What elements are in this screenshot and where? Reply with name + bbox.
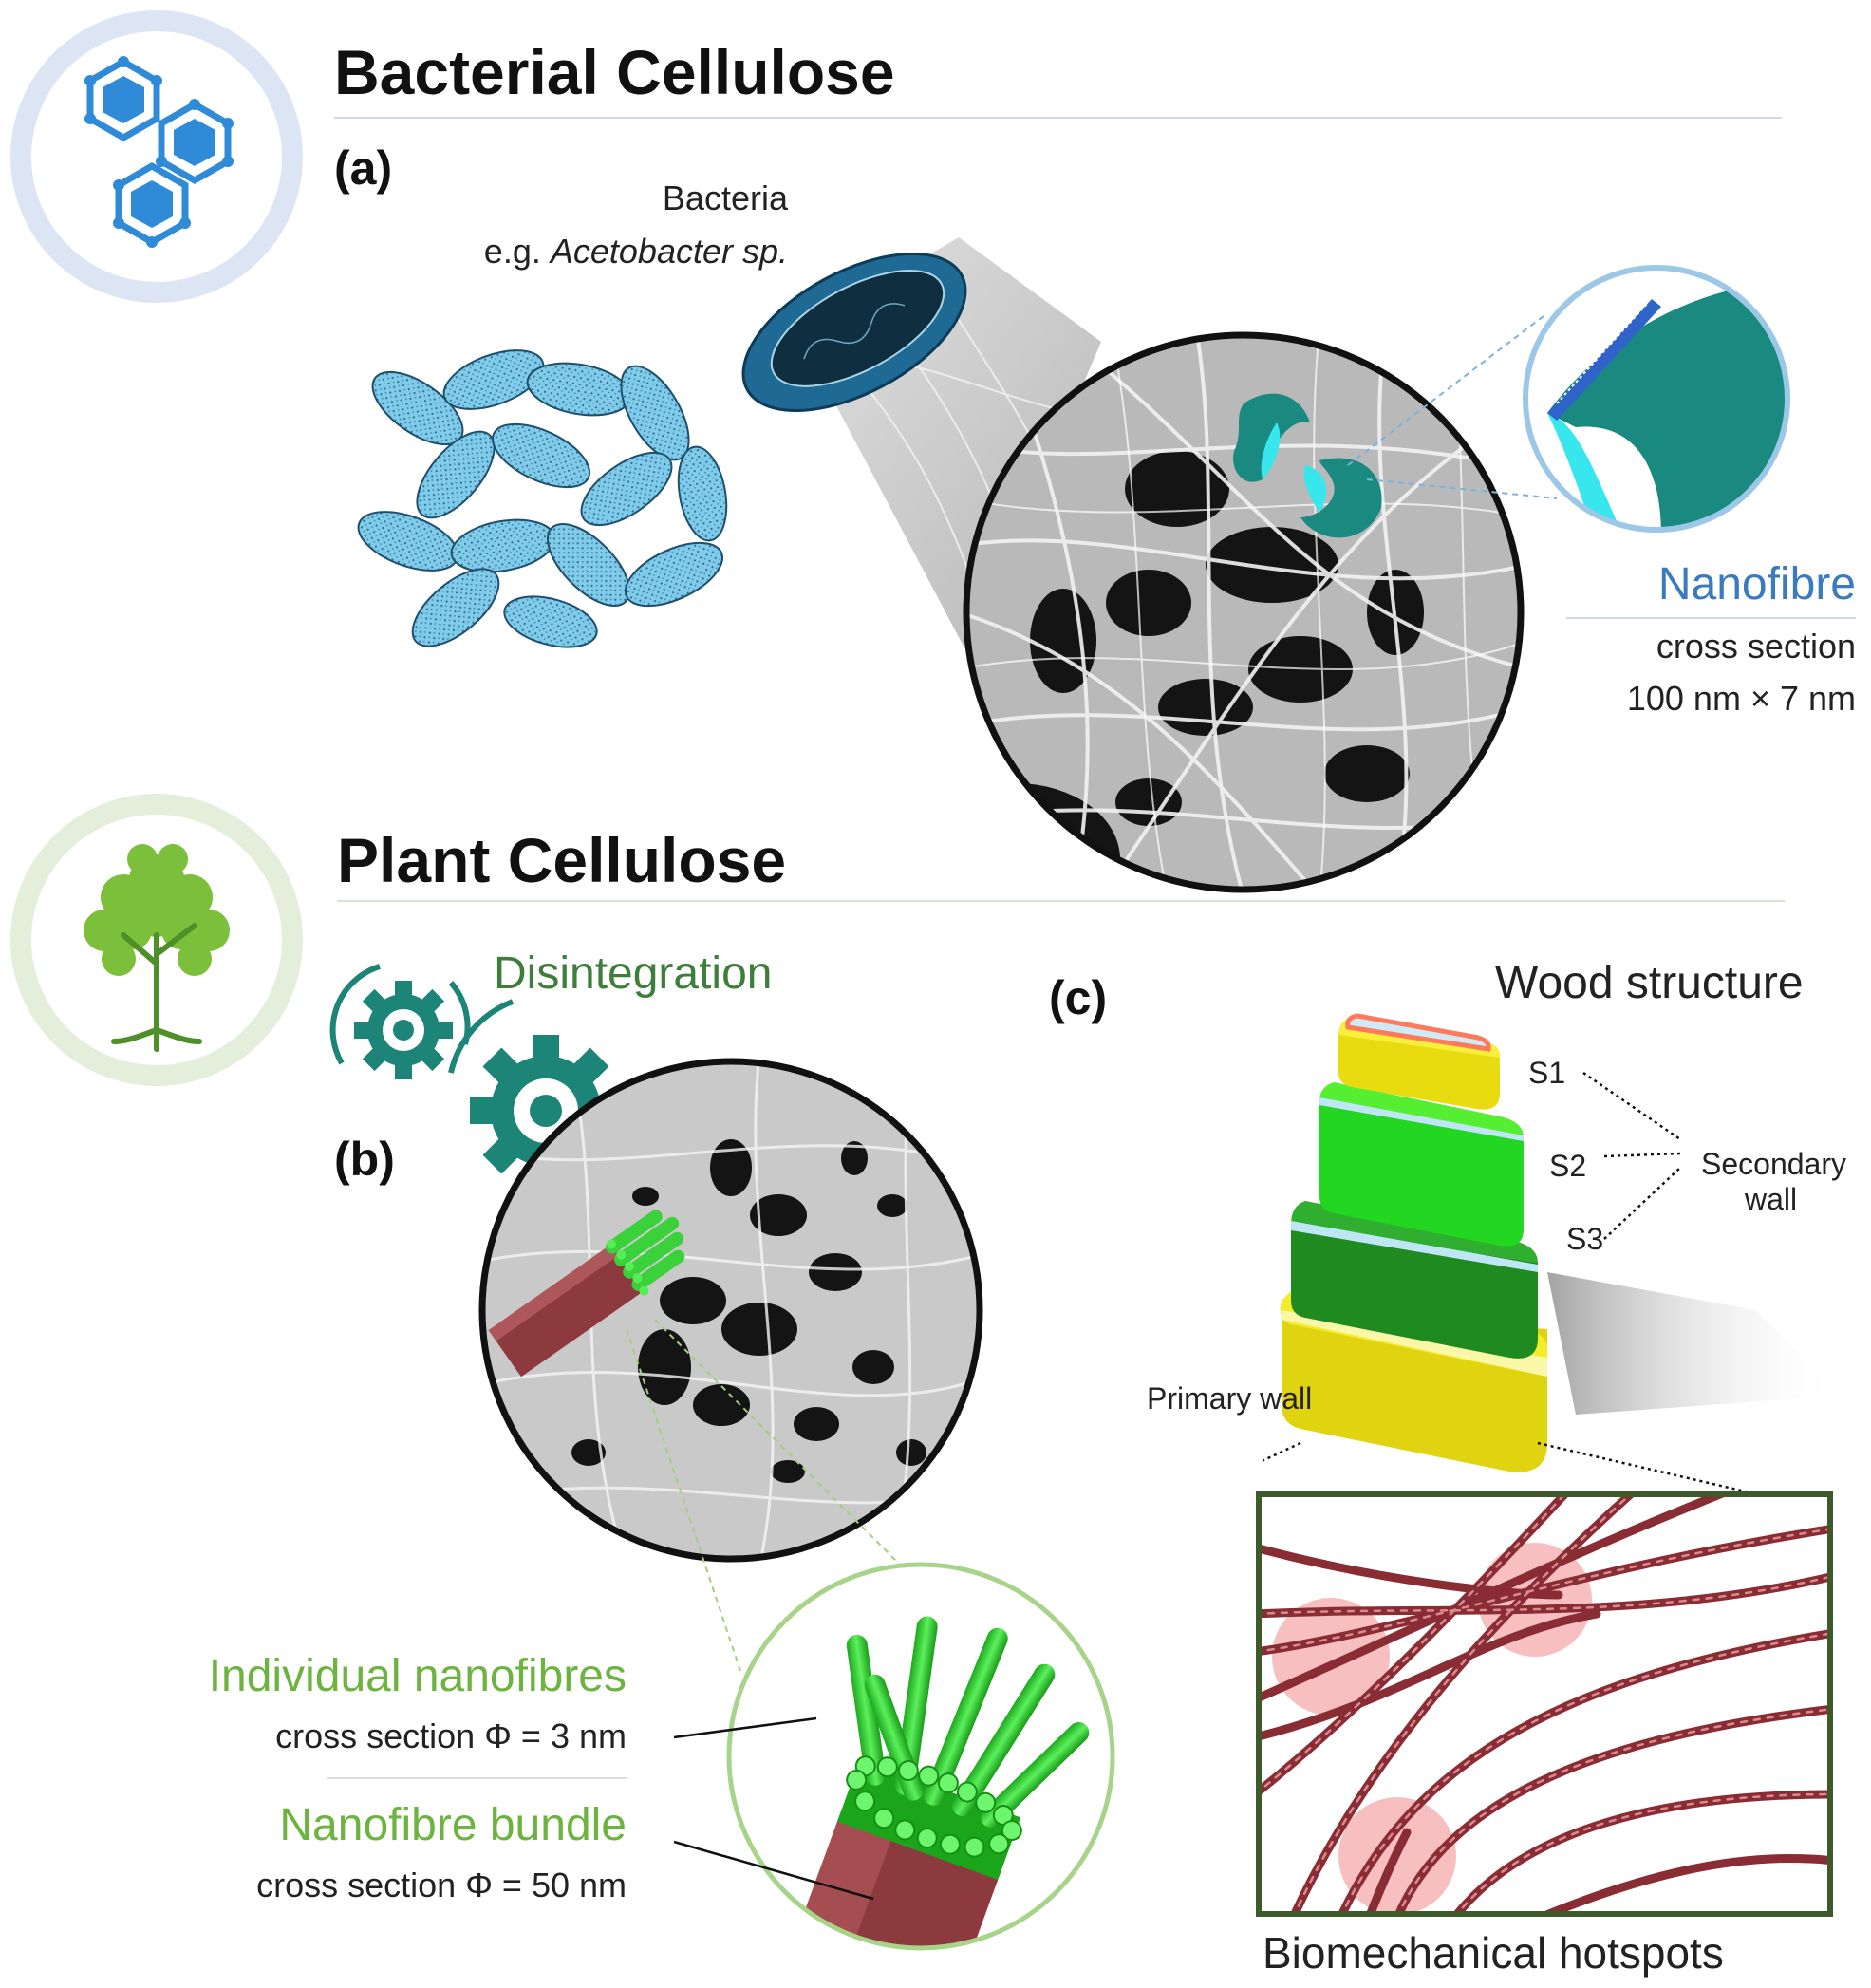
panel-label-a: (a) bbox=[334, 141, 393, 195]
bacteria-cluster-illustration bbox=[357, 349, 728, 648]
nanofibre-zoom-leaders bbox=[1347, 312, 1558, 499]
panel-label-c: (c) bbox=[1049, 971, 1108, 1024]
bacteria-example-species: Acetobacter sp. bbox=[550, 232, 788, 271]
s1-label: S1 bbox=[1528, 1056, 1566, 1090]
bacteria-example-label: e.g. Acetobacter sp. bbox=[361, 232, 788, 272]
plant-cellulose-title: Plant Cellulose bbox=[337, 825, 787, 895]
nanofibre-divider bbox=[1566, 617, 1856, 619]
plant-tree-icon bbox=[10, 794, 303, 1086]
nanofibre-bundle-cross-section: cross section Φ = 50 nm bbox=[256, 1866, 627, 1904]
nanofibre-bundle-zoom-circle bbox=[726, 1562, 1115, 1951]
individual-nanofibres-cross-section: cross section Φ = 3 nm bbox=[275, 1716, 627, 1755]
s3-label: S3 bbox=[1566, 1222, 1604, 1256]
nanofibre-bundle-title: Nanofibre bundle bbox=[279, 1800, 627, 1850]
plant-title-divider bbox=[337, 900, 1785, 902]
biomechanical-hotspots-label: Biomechanical hotspots bbox=[1263, 1928, 1724, 1978]
individual-nanofibres-title: Individual nanofibres bbox=[208, 1651, 627, 1701]
secondary-wall-label-line1: Secondary bbox=[1701, 1147, 1846, 1181]
s2-label: S2 bbox=[1549, 1149, 1587, 1183]
plant-sem-circle bbox=[478, 1058, 983, 1563]
bacterium-cone-illustration bbox=[741, 237, 1101, 655]
nanofibre-title: Nanofibre bbox=[1657, 559, 1856, 610]
bacterial-hexagon-icon bbox=[10, 10, 303, 303]
bacteria-example-prefix: e.g. bbox=[483, 232, 551, 271]
nanofibre-zoom-circle bbox=[1523, 265, 1790, 533]
bacterial-cellulose-title: Bacterial Cellulose bbox=[334, 37, 895, 107]
bundle-zoom-leaders bbox=[626, 1319, 912, 1672]
bacteria-label: Bacteria bbox=[662, 178, 788, 217]
disintegration-label: Disintegration bbox=[494, 948, 773, 999]
biomechanical-hotspots-box bbox=[1256, 1491, 1833, 1917]
bacterial-cross-section-label: cross section bbox=[1656, 627, 1856, 666]
bundle-label-leaders bbox=[673, 1716, 874, 1901]
secondary-wall-label-line2: wall bbox=[1745, 1182, 1798, 1216]
wood-structure-title: Wood structure bbox=[1495, 958, 1804, 1008]
bacterial-sem-circle bbox=[963, 331, 1525, 893]
bacterial-cross-section-value: 100 nm × 7 nm bbox=[1626, 679, 1856, 718]
panel-label-b: (b) bbox=[334, 1133, 395, 1186]
wood-cell-wall-illustration bbox=[1263, 1013, 1842, 1491]
primary-wall-label: Primary wall bbox=[1147, 1381, 1313, 1416]
bundle-labels-divider bbox=[327, 1777, 627, 1779]
bacterial-title-divider bbox=[334, 117, 1782, 119]
